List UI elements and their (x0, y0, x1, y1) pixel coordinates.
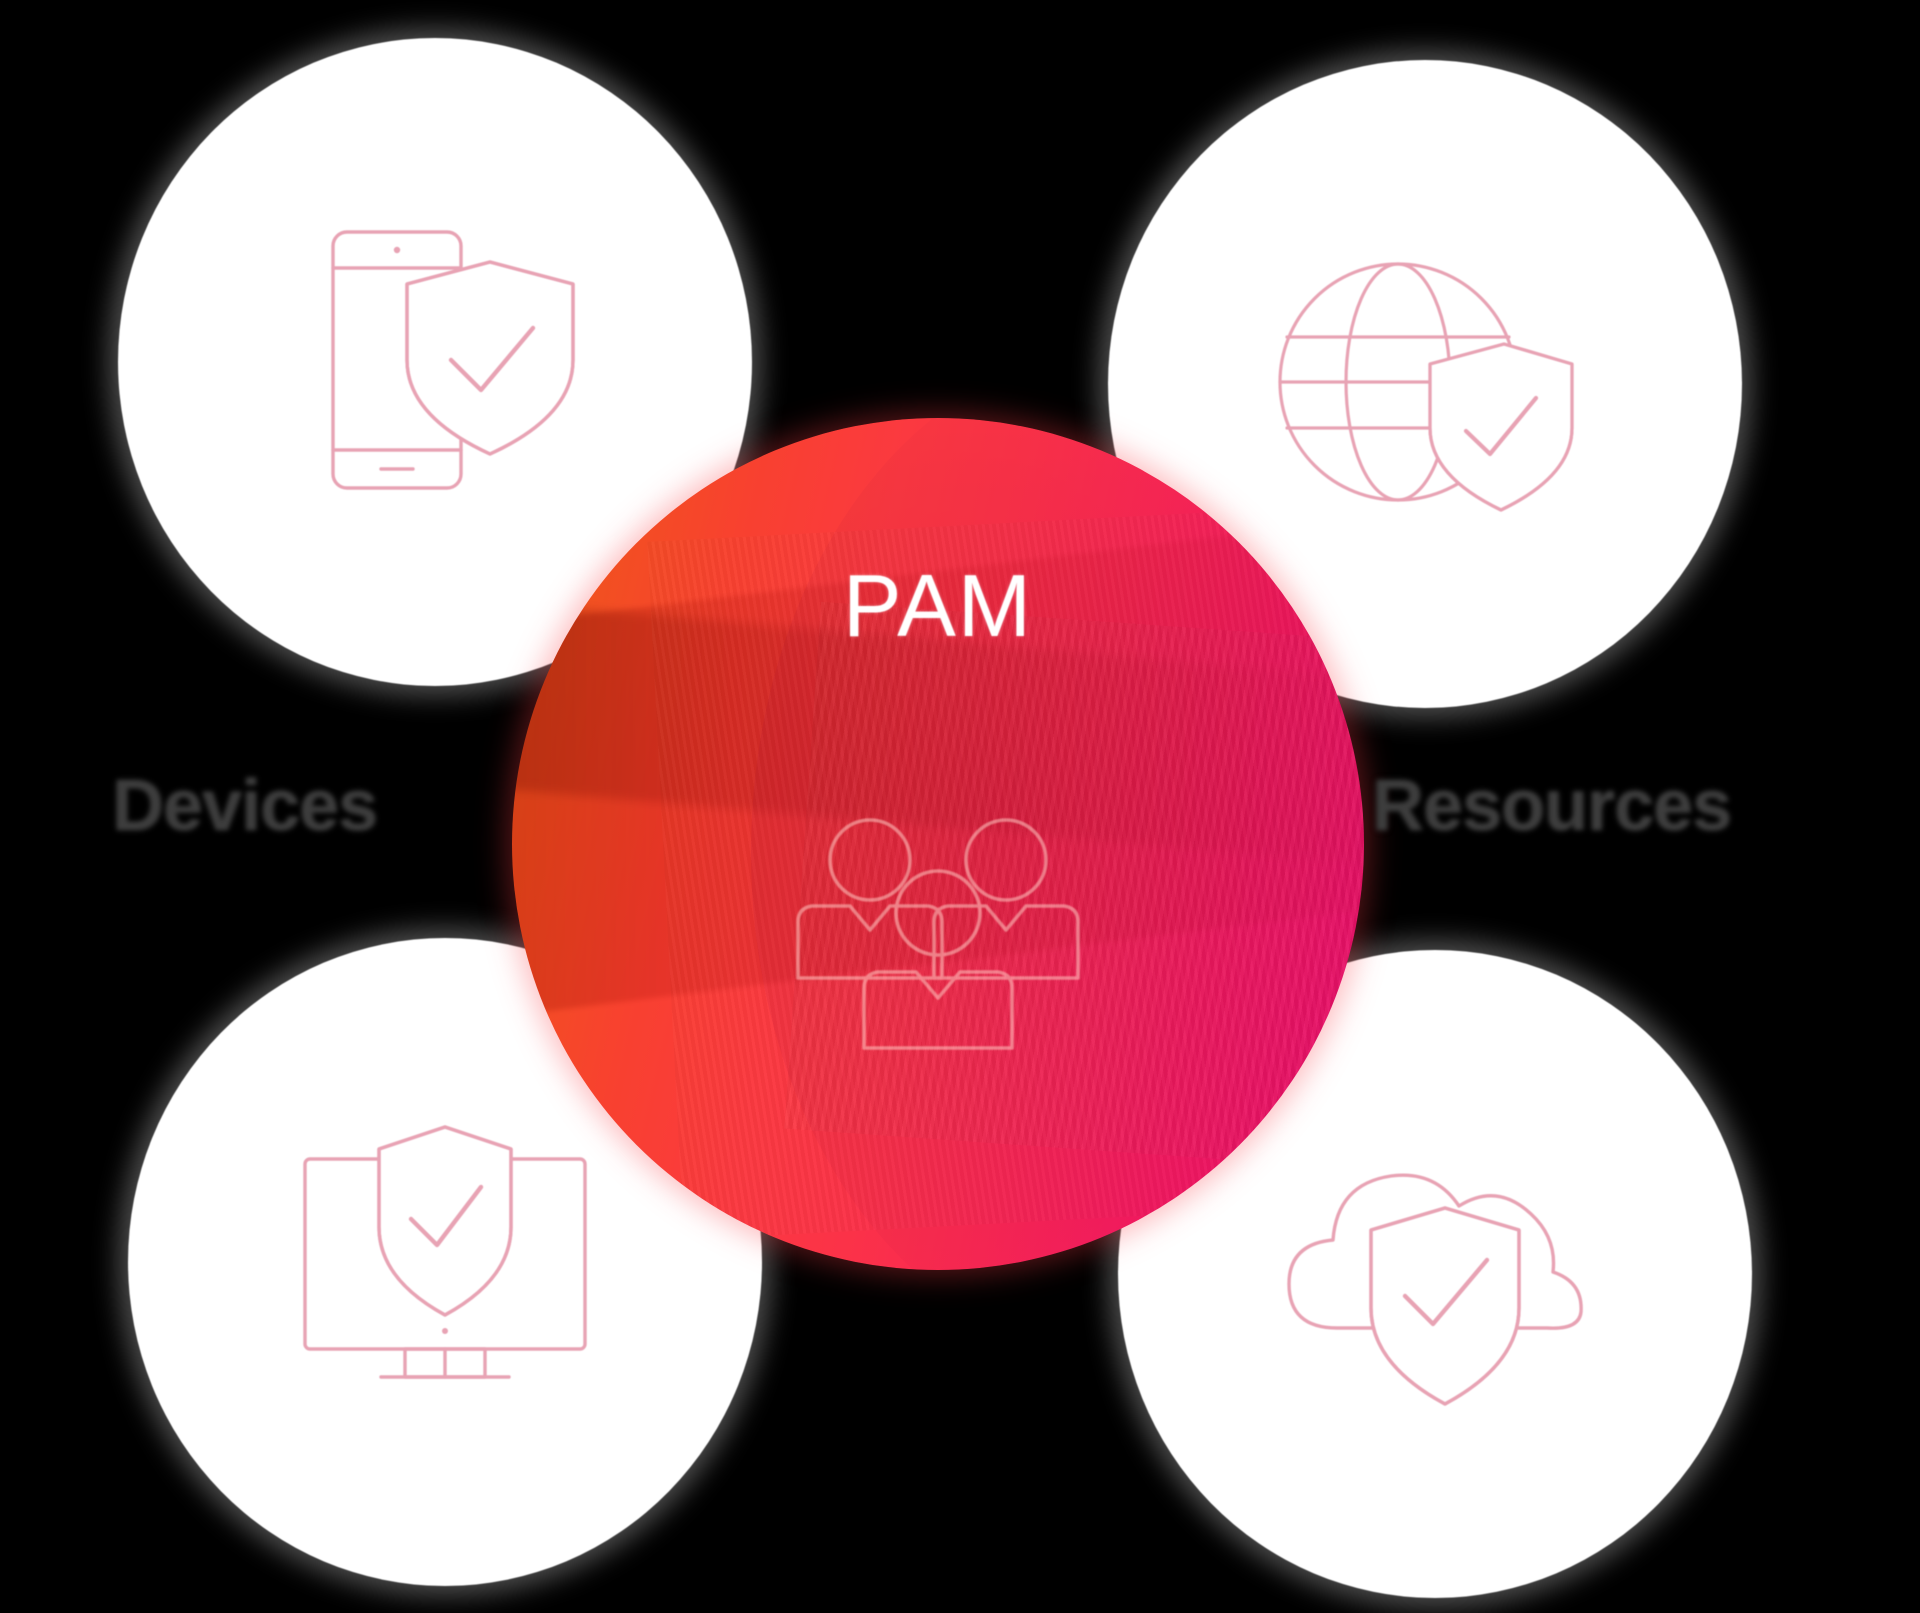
mobile-phone-shield-check-icon (285, 210, 585, 515)
label-devices: Devices (112, 766, 378, 846)
group-of-people-icon (788, 810, 1088, 1065)
pam-center-circle[interactable]: PAM (512, 418, 1364, 1270)
label-resources: Resources (1372, 766, 1732, 846)
globe-shield-check-icon (1270, 232, 1580, 537)
desktop-monitor-shield-check-icon (285, 1115, 605, 1410)
pam-label: PAM (842, 556, 1034, 655)
cloud-shield-check-icon (1275, 1132, 1595, 1417)
node-top-left-devices-mobile[interactable] (118, 38, 752, 686)
